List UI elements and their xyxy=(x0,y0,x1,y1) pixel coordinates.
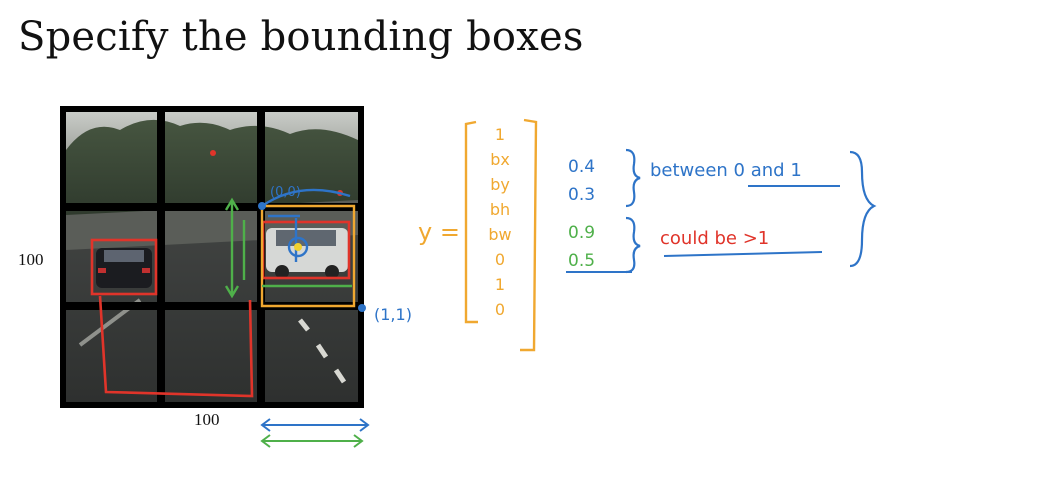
grid-height-label: 100 xyxy=(18,250,44,269)
by-value: 0.3 xyxy=(568,185,595,205)
corner-label: (1,1) xyxy=(374,305,412,324)
y-vector-entry: 0 xyxy=(495,250,505,269)
y-vector-entry: bw xyxy=(488,225,511,244)
y-vector-entry: bh xyxy=(490,200,510,219)
value-braces xyxy=(625,148,877,274)
y-equals: y = xyxy=(418,218,460,246)
bw-value: 0.5 xyxy=(568,251,595,271)
car-right-icon xyxy=(266,228,348,279)
corner-point xyxy=(358,304,366,312)
cell-markings xyxy=(224,188,356,308)
y-vector-entry: by xyxy=(490,175,510,194)
y-vector-entry: 1 xyxy=(495,275,505,294)
could-be-underline xyxy=(663,251,823,257)
width-arrows xyxy=(260,418,370,448)
vector-bracket xyxy=(464,118,538,352)
slide-title: Specify the bounding boxes xyxy=(18,14,584,60)
y-vector-entry: 1 xyxy=(495,125,505,144)
origin-label: (0,0) xyxy=(270,185,301,200)
y-vector-values: 1 bx by bh bw 0 1 0 xyxy=(488,125,511,319)
bh-value: 0.9 xyxy=(568,223,595,243)
grid-photo xyxy=(60,106,364,408)
grid-width-label: 100 xyxy=(194,410,220,429)
between-note: between 0 and 1 xyxy=(650,160,802,181)
bx-value: 0.4 xyxy=(568,157,595,177)
origin-point xyxy=(258,202,266,210)
y-vector-entry: bx xyxy=(490,150,510,169)
y-vector-entry: 0 xyxy=(495,300,505,319)
could-be-note: could be >1 xyxy=(660,228,769,249)
car-left-icon xyxy=(96,248,152,288)
red-markings xyxy=(90,150,351,398)
